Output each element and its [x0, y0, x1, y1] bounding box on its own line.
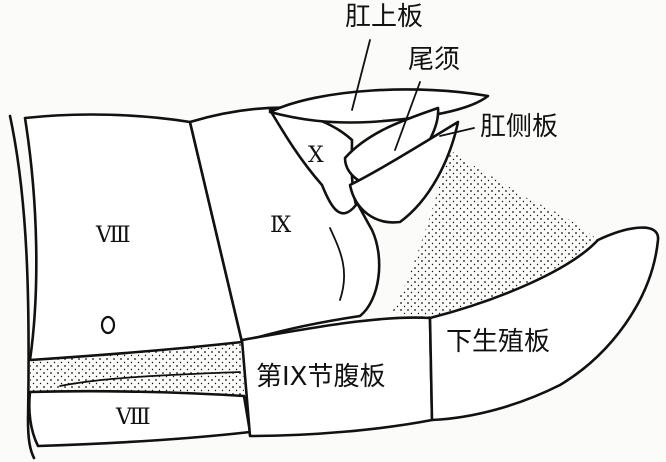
leader-cercus — [394, 81, 421, 151]
label-epiproct: 肛上板 — [345, 2, 423, 32]
tergite-8-numeral: Ⅷ — [95, 223, 131, 248]
sternite-8-numeral: Ⅷ — [115, 405, 151, 430]
membrane-sternal — [30, 340, 244, 395]
paraproct — [348, 120, 460, 224]
tergite-8 — [23, 113, 244, 362]
label-sternite-9: 第IX节腹板 — [256, 362, 385, 392]
sternite-8 — [27, 389, 252, 448]
segment-folds — [59, 227, 345, 387]
leader-paraproct — [439, 127, 475, 137]
body-left-edge — [8, 114, 36, 460]
spiracle — [100, 315, 116, 335]
label-cercus: 尾须 — [408, 45, 460, 75]
epiproct — [268, 88, 490, 124]
subgenital-plate — [428, 226, 660, 422]
tergite-10 — [268, 108, 358, 215]
label-paraproct: 肛侧板 — [480, 112, 558, 142]
label-subgenital-plate: 下生殖板 — [446, 327, 550, 357]
tergite-10-numeral: Ⅹ — [308, 143, 324, 168]
leader-epiproct — [351, 39, 371, 111]
tergite-9-numeral: Ⅸ — [270, 213, 292, 238]
membrane-genital — [392, 150, 598, 318]
